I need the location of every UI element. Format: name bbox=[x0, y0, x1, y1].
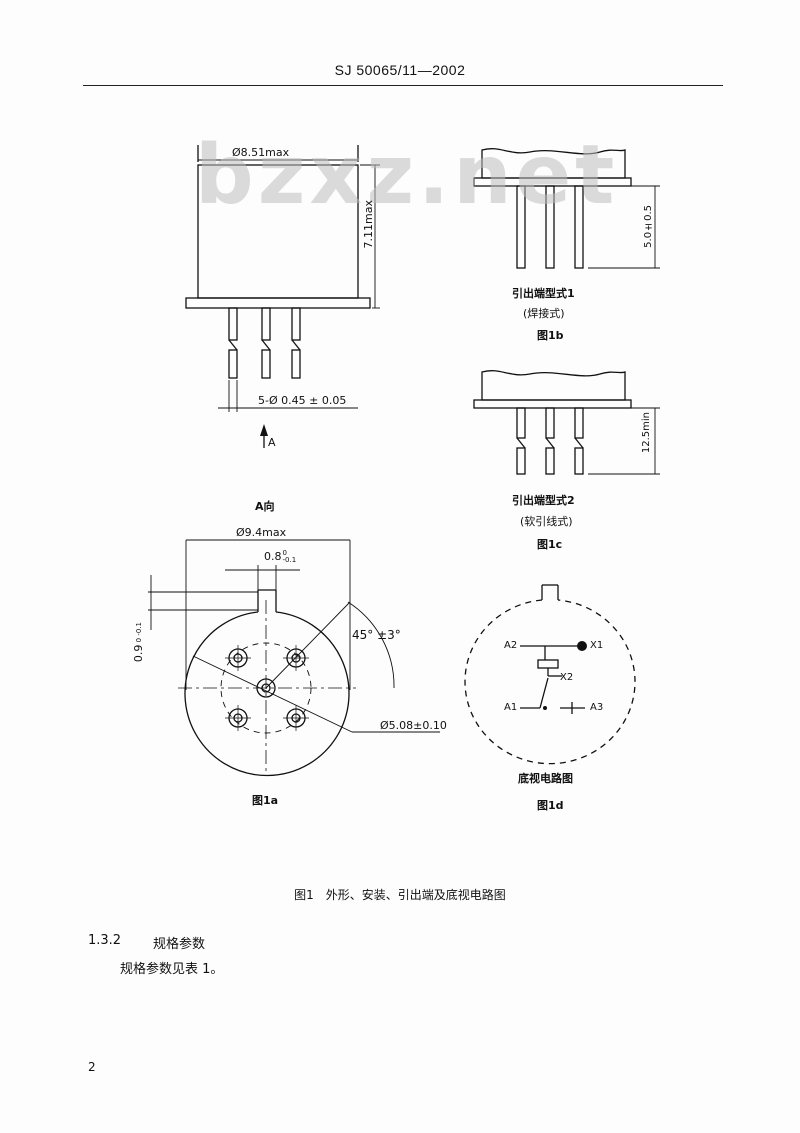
circuit-title: 底视电路图 bbox=[518, 772, 573, 785]
section-body: 规格参数见表 1。 bbox=[120, 962, 224, 977]
standard-code: SJ 50065/11—2002 bbox=[334, 62, 466, 78]
view-arrow-label: A bbox=[268, 436, 276, 449]
pin-a3-label: A3 bbox=[590, 702, 604, 713]
base-diameter-label: Ø9.4max bbox=[236, 526, 287, 539]
pin-a1-label: A1 bbox=[504, 702, 518, 713]
lead-diameter-label: 5-Ø 0.45 ± 0.05 bbox=[258, 394, 347, 407]
fig1c-caption: 图1c bbox=[537, 538, 563, 551]
lead1-length-label: 5.0±0.5 bbox=[643, 205, 654, 248]
pin-circle-label: Ø5.08±0.10 bbox=[380, 719, 447, 732]
technical-drawing bbox=[148, 145, 660, 777]
fig1a-caption: 图1a bbox=[252, 794, 279, 807]
lead-type-1-title: 引出端型式1 bbox=[512, 287, 575, 300]
lead-type-1-subtitle: (焊接式) bbox=[523, 307, 565, 320]
height-label: 7.11max bbox=[362, 200, 375, 249]
outer-diameter-label: Ø8.51max bbox=[232, 146, 290, 159]
bottom-view-circuit bbox=[464, 584, 636, 765]
tab-height-label: 0.9 0 -0.1 bbox=[132, 622, 145, 663]
figure-caption: 图1 外形、安装、引出端及底视电路图 bbox=[294, 888, 506, 902]
lead-type-2-title: 引出端型式2 bbox=[512, 494, 575, 507]
header-rule bbox=[83, 85, 723, 86]
section-number: 1.3.2 bbox=[88, 933, 122, 948]
lead2-length-label: 12.5min bbox=[641, 412, 652, 454]
relay-lead-type-2 bbox=[473, 370, 660, 475]
fig1d-caption: 图1d bbox=[537, 799, 564, 812]
view-a-label: A向 bbox=[255, 500, 275, 513]
pin-x1-label: X1 bbox=[590, 640, 604, 651]
relay-side-view bbox=[185, 145, 380, 448]
lead-type-2-subtitle: (软引线式) bbox=[520, 515, 573, 528]
pin-x2-label: X2 bbox=[560, 672, 574, 683]
relay-bottom-view bbox=[148, 539, 440, 777]
section-title: 规格参数 bbox=[153, 937, 206, 952]
pin-a2-label: A2 bbox=[504, 640, 518, 651]
fig1b-caption: 图1b bbox=[537, 329, 564, 342]
relay-lead-type-1 bbox=[473, 148, 660, 269]
watermark: bzxz.net bbox=[195, 128, 619, 223]
angle-label: 45° ±3° bbox=[352, 628, 401, 642]
page-number: 2 bbox=[88, 1060, 96, 1074]
